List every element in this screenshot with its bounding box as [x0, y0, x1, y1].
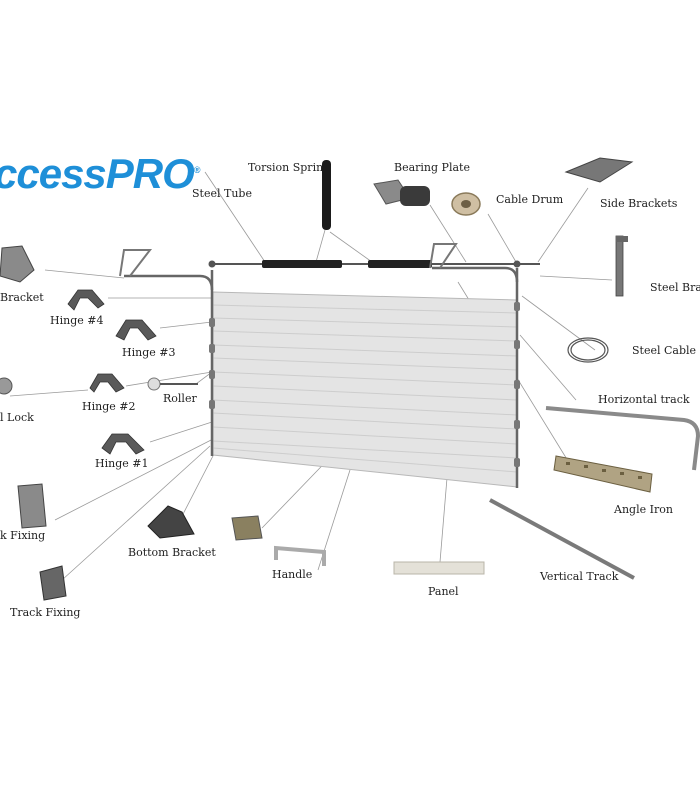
hinge-1-part — [101, 433, 145, 455]
label-panel: Panel — [428, 585, 459, 598]
bottom-bracket-part — [147, 505, 195, 539]
label-angle-iron: Angle Iron — [614, 503, 673, 516]
torsion-shaft — [208, 260, 540, 268]
label-vertical-track: Vertical Track — [540, 570, 619, 583]
label-steel-tube: Steel Tube — [192, 187, 252, 200]
hinge-2-part — [89, 373, 125, 393]
bearing-plate-part — [373, 179, 430, 206]
label-track-fixing: Track Fixing — [10, 606, 81, 619]
label-handle: Handle — [272, 568, 313, 581]
side-brackets-part — [564, 157, 634, 183]
label-hinge-2: Hinge #2 — [82, 400, 136, 413]
brand-strong: PRO — [105, 150, 195, 197]
steel-bracket-part — [615, 235, 628, 297]
brand-logo: ccessPRO® — [0, 150, 201, 198]
hinge-4-part — [67, 289, 105, 311]
label-hinge-3: Hinge #3 — [122, 346, 176, 359]
label-hinge-1: Hinge #1 — [95, 457, 149, 470]
torsion-spring-part — [322, 160, 331, 230]
track-fixing-part — [39, 565, 67, 601]
label-roller: Roller — [163, 392, 197, 405]
top-bracket-part — [0, 245, 35, 283]
vertical-track-part — [489, 498, 635, 580]
brand-reg: ® — [193, 165, 201, 175]
horizontal-track-part — [545, 406, 700, 471]
lock-part — [0, 377, 13, 395]
cable-drum-part — [451, 192, 481, 216]
label-steel-bracket: Steel Brac — [650, 281, 700, 294]
angle-iron-part — [553, 455, 653, 493]
track-hinges — [209, 302, 520, 467]
label-lock: l Lock — [0, 411, 34, 424]
top-brackets — [119, 243, 458, 277]
label-bottom-bracket: Bottom Bracket — [128, 546, 216, 559]
label-cable-drum: Cable Drum — [496, 193, 564, 206]
hinge-3-part — [115, 319, 157, 341]
handle-part — [274, 545, 326, 566]
label-bearing-plate: Bearing Plate — [394, 161, 470, 174]
small-bracket-part — [231, 515, 263, 541]
label-horizontal-track: Horizontal track — [598, 393, 690, 406]
label-side-brackets: Side Brackets — [600, 197, 678, 210]
door-panel — [212, 291, 518, 488]
track-fixing-top-part — [17, 483, 47, 529]
panel-part — [393, 561, 485, 575]
steel-cable-part — [567, 337, 609, 363]
label-hinge-4: Hinge #4 — [50, 314, 104, 327]
label-torsion-spring: Torsion Sprin — [248, 161, 324, 174]
label-top-bracket: Bracket — [0, 291, 44, 304]
roller-part — [147, 377, 198, 391]
label-steel-cable: Steel Cable — [632, 344, 697, 357]
brand-prefix: ccess — [0, 150, 107, 197]
label-track-fixing-top: k Fixing — [0, 529, 46, 542]
